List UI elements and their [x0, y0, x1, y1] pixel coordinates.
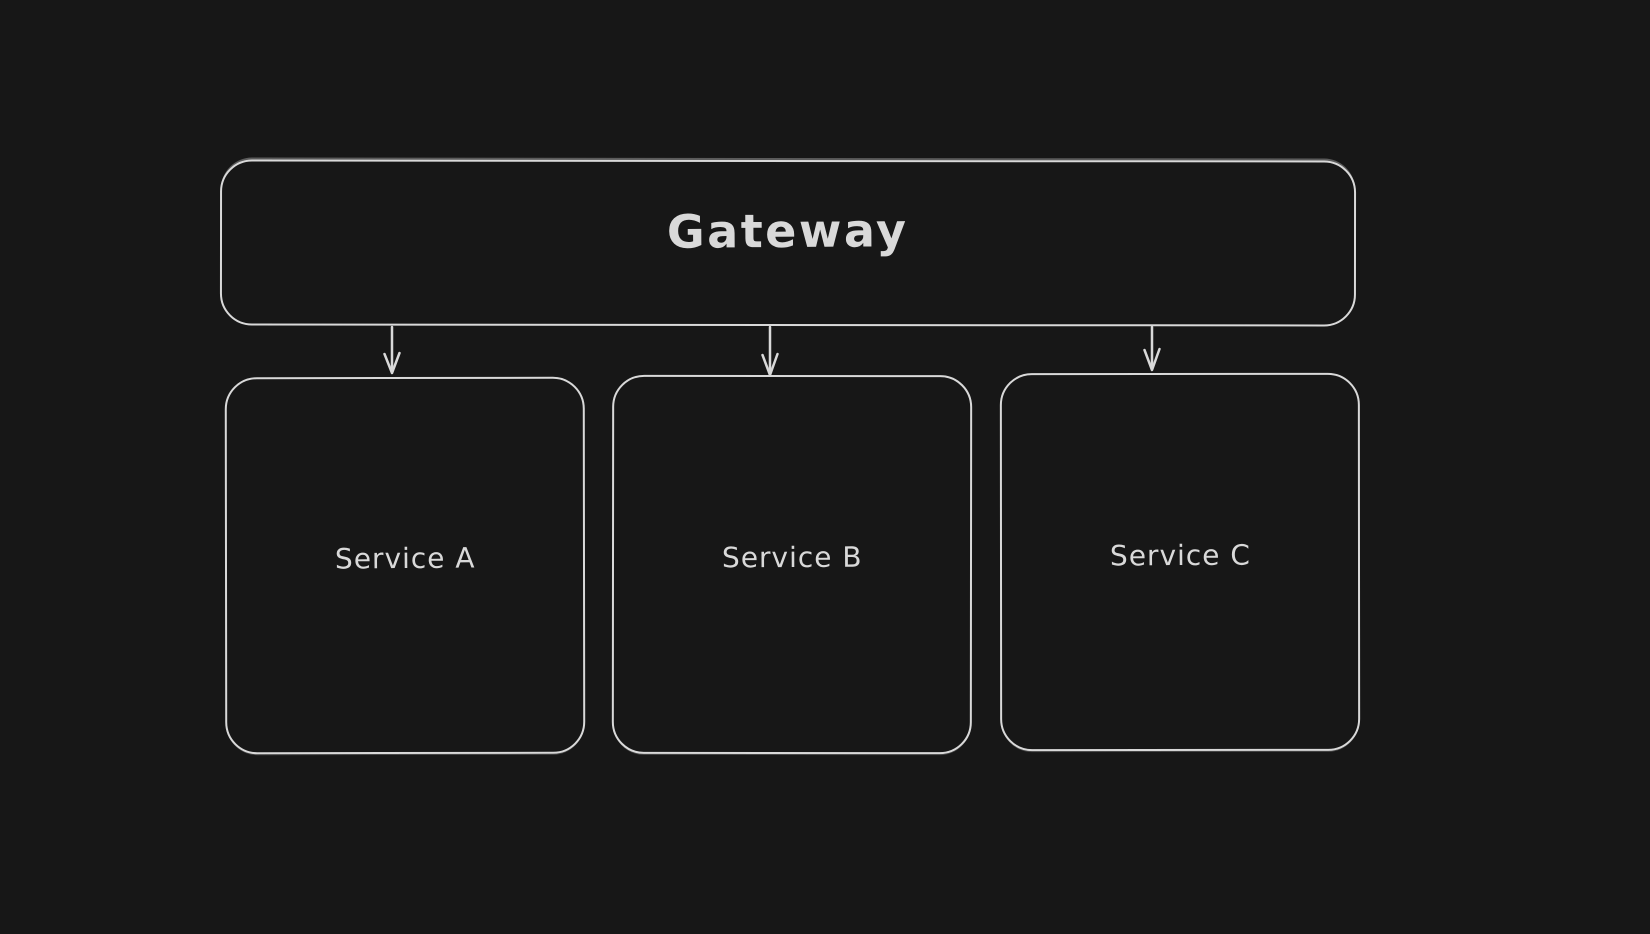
arrow-gateway-to-service-a[interactable]	[383, 325, 401, 375]
node-service-c[interactable]: Service C	[999, 372, 1361, 752]
node-service-b[interactable]: Service B	[611, 374, 973, 755]
node-service-a[interactable]: Service A	[224, 376, 586, 755]
arrow-gateway-to-service-b[interactable]	[761, 325, 779, 377]
node-gateway-label: Gateway	[666, 203, 909, 259]
node-service-a-label: Service A	[334, 541, 476, 576]
arrow-gateway-to-service-c[interactable]	[1143, 325, 1161, 372]
node-service-b-label: Service B	[721, 540, 863, 575]
node-gateway[interactable]: Gateway	[219, 159, 1357, 327]
node-service-c-label: Service C	[1109, 538, 1251, 572]
